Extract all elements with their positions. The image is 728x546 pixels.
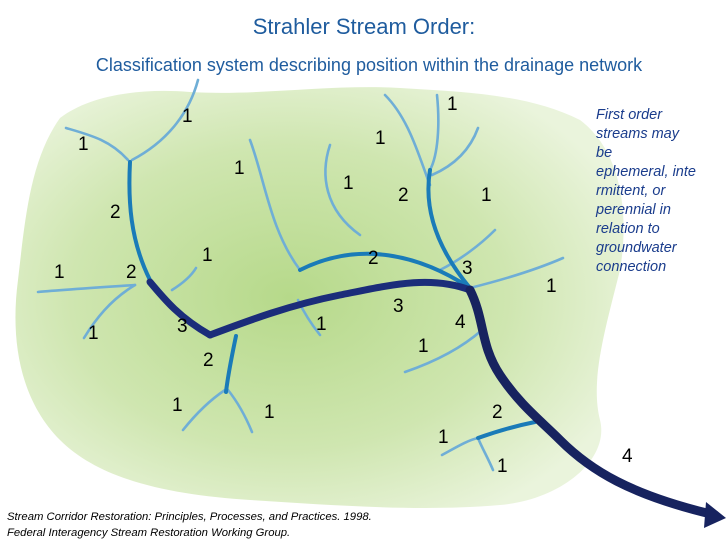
stream-order-label: 4 xyxy=(455,312,466,333)
stream-order-label: 1 xyxy=(343,173,354,194)
note-line: perennial in xyxy=(596,202,671,218)
stream-order3 xyxy=(206,278,474,339)
note-line: streams may xyxy=(596,126,679,142)
stream-order-label: 2 xyxy=(203,350,214,371)
stream-order1 xyxy=(438,228,497,272)
stream-order-label: 1 xyxy=(54,262,65,283)
stream-order-label: 2 xyxy=(398,185,409,206)
stream-order2 xyxy=(127,160,152,282)
stream-order-label: 1 xyxy=(438,427,449,448)
stream-order1 xyxy=(440,436,480,457)
stream-order-label: 4 xyxy=(622,446,633,467)
stream-order1 xyxy=(36,283,137,294)
note-line: rmittent, or xyxy=(596,183,666,199)
stream-order1 xyxy=(248,138,302,272)
stream-order-label: 1 xyxy=(447,94,458,115)
source-citation: Stream Corridor Restoration: Principles,… xyxy=(7,509,372,541)
note-line: connection xyxy=(596,259,667,275)
stream-order-label: 1 xyxy=(418,336,429,357)
stream-order1 xyxy=(430,126,480,177)
stream-order-label: 1 xyxy=(172,395,183,416)
citation-line: Federal Interagency Stream Restoration W… xyxy=(7,527,291,539)
stream-order1 xyxy=(82,283,137,340)
stream-order-label: 2 xyxy=(110,202,121,223)
stream-order-label: 1 xyxy=(264,402,275,423)
stream-order-label: 1 xyxy=(375,128,386,149)
stream-order-label: 2 xyxy=(368,248,379,269)
stream-order-label: 1 xyxy=(316,314,327,335)
stream-order1 xyxy=(403,328,484,374)
stream-order-label: 3 xyxy=(177,316,188,337)
stream-order1 xyxy=(170,266,198,292)
slide-subtitle: Classification system describing positio… xyxy=(95,55,643,75)
stream-order3 xyxy=(146,278,214,339)
stream-order1 xyxy=(383,93,432,187)
stream-order-label: 1 xyxy=(78,134,89,155)
stream-order1 xyxy=(324,143,362,237)
stream-order-label: 1 xyxy=(234,158,245,179)
stream-order2 xyxy=(426,168,472,290)
stream-order-label: 1 xyxy=(88,323,99,344)
stream-order2 xyxy=(476,420,537,440)
stream-order1 xyxy=(428,93,440,172)
note-line: groundwater xyxy=(596,240,677,256)
first-order-note: First order streams may be ephemeral, in… xyxy=(596,106,704,277)
outlet-arrow-icon xyxy=(704,502,726,528)
stream-order2 xyxy=(298,251,472,290)
stream-order1 xyxy=(130,78,200,162)
note-line: First order xyxy=(596,107,663,123)
stream-order-label: 2 xyxy=(126,262,137,283)
slide-title: Strahler Stream Order: xyxy=(252,14,476,39)
stream-order1 xyxy=(64,126,130,162)
note-line: be xyxy=(596,145,613,161)
note-line: relation to xyxy=(596,221,660,237)
stream-order1 xyxy=(476,436,495,472)
stream-order1 xyxy=(468,256,565,290)
stream-order-label: 1 xyxy=(497,456,508,477)
note-line: ephemeral, inte xyxy=(596,164,696,180)
stream-order-label: 3 xyxy=(462,258,473,279)
citation-line: Stream Corridor Restoration: Principles,… xyxy=(7,511,372,523)
stream-order2 xyxy=(224,334,238,394)
stream-order-label: 2 xyxy=(492,402,503,423)
stream-order4 xyxy=(465,285,720,520)
stream-order-label: 1 xyxy=(546,276,557,297)
stream-order1 xyxy=(181,388,227,432)
stream-order-label: 1 xyxy=(481,185,492,206)
stream-order-label: 1 xyxy=(202,245,213,266)
stream-order-label: 3 xyxy=(393,296,404,317)
stream-order1 xyxy=(226,388,254,434)
stream-order-label: 1 xyxy=(182,106,193,127)
